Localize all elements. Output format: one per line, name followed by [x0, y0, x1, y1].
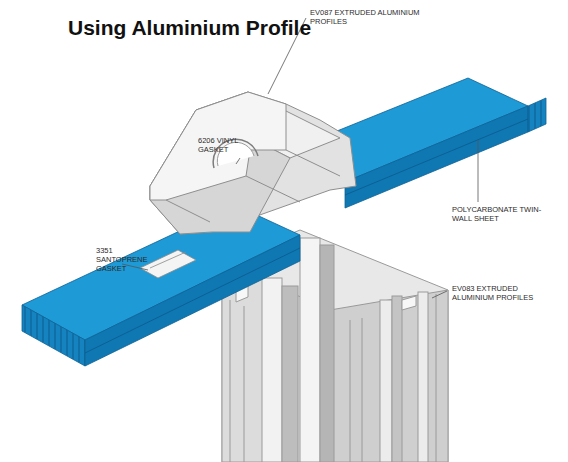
part-label: EV087 EXTRUDED ALUMINIUM PROFILES: [310, 8, 420, 26]
diagram-title: Using Aluminium Profile: [68, 16, 311, 40]
part-label: 3351 SANTOPRENE GASKET: [96, 246, 162, 273]
part-label: POLYCARBONATE TWIN-WALL SHEET: [452, 205, 560, 223]
leader-lines: [122, 18, 478, 298]
cap-profile: [150, 92, 356, 234]
polycarbonate-sheet-left: [22, 205, 300, 366]
part-label: EV083 EXTRUDED ALUMINIUM PROFILES: [452, 284, 544, 302]
part-label: 6206 VINYL GASKET: [198, 136, 246, 154]
